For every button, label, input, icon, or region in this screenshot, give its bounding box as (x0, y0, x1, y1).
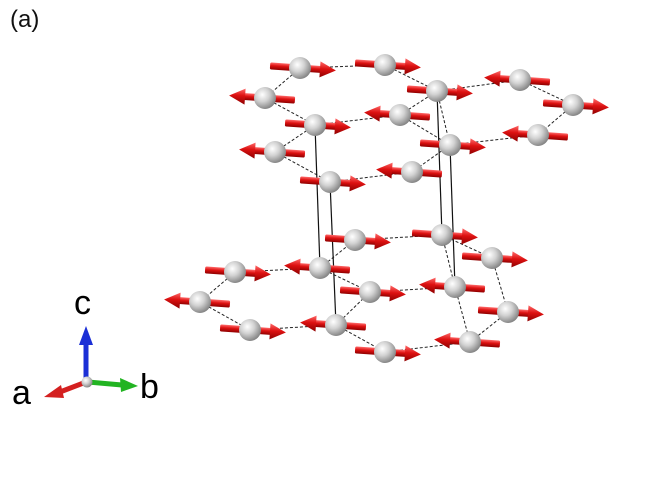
unit-cell-edge (449, 144, 456, 288)
atom-sphere (426, 80, 448, 102)
axis-c-arrow-head (79, 326, 93, 345)
spin-arrow-head (374, 233, 391, 250)
spin-arrow-head (319, 61, 336, 78)
magnetic-atom (411, 224, 478, 246)
atom-sphere (374, 54, 396, 76)
axis-a-arrow-head (44, 385, 64, 398)
magnetic-atom (269, 57, 336, 79)
atom-sphere (509, 69, 531, 91)
magnetic-atom (354, 341, 421, 363)
magnetic-atom (339, 281, 406, 303)
axis-b-label: b (140, 368, 159, 406)
spin-arrow-head (376, 162, 393, 179)
spin-arrow-head (502, 125, 519, 142)
spin-arrow-head (164, 292, 181, 309)
atom-sphere (389, 104, 411, 126)
atom-sphere (481, 247, 503, 269)
atom-sphere (239, 319, 261, 341)
atom-sphere (439, 134, 461, 156)
axis-b-arrow-shaft (87, 379, 123, 388)
spin-arrow-head (461, 228, 478, 245)
panel-label: (a) (10, 6, 40, 33)
spin-arrow-head (269, 323, 286, 340)
unit-cell-edge (436, 90, 443, 236)
magnetic-atom (324, 229, 391, 251)
spin-arrow-head (300, 315, 317, 332)
axis-c-label: c (74, 284, 91, 322)
spin-arrow-head (254, 265, 271, 282)
magnetic-atom (284, 114, 351, 136)
magnetic-atom (239, 141, 306, 163)
atom-sphere (325, 314, 347, 336)
magnetic-atom (406, 80, 473, 102)
unit-cell-edges (314, 90, 456, 326)
magnetic-atom (164, 291, 231, 313)
magnetic-atom (484, 69, 551, 91)
atom-sphere (309, 257, 331, 279)
axis-a-label: a (12, 374, 31, 412)
magnetic-atom (300, 314, 367, 336)
axis-a-arrow-shaft (59, 379, 87, 395)
spin-arrow-head (239, 142, 256, 159)
spin-arrow-head (592, 98, 609, 115)
magnetic-atom (204, 261, 271, 283)
atom-sphere (562, 94, 584, 116)
atom-sphere (304, 114, 326, 136)
magnetic-atom (419, 134, 486, 156)
magnetic-atom (477, 301, 544, 323)
magnetic-atom (419, 276, 486, 298)
spin-arrow-head (389, 285, 406, 302)
magnetic-atom (354, 54, 421, 76)
magnetic-atom (219, 319, 286, 341)
magnetic-atom (376, 161, 443, 183)
axes-origin-sphere (81, 376, 93, 388)
atom-sphere (527, 124, 549, 146)
atom-sphere (497, 301, 519, 323)
atom-sphere (374, 341, 396, 363)
bond-line (436, 79, 521, 92)
atom-sphere (401, 161, 423, 183)
magnetic-atom (542, 94, 609, 116)
spin-arrow-head (456, 84, 473, 101)
spin-arrow-head (364, 105, 381, 122)
magnetic-atom (502, 124, 569, 146)
magnetic-atom (299, 171, 366, 193)
spin-arrow-head (419, 277, 436, 294)
atom-sphere (264, 141, 286, 163)
atom-sphere (319, 171, 341, 193)
spin-arrow-head (284, 258, 301, 275)
spin-arrow-head (527, 305, 544, 322)
spin-arrow-head (334, 118, 351, 135)
atom-sphere (189, 291, 211, 313)
atom-sphere (224, 261, 246, 283)
magnetic-atom (364, 104, 431, 126)
spin-arrow-head (511, 251, 528, 268)
atom-sphere (254, 87, 276, 109)
spin-arrow-head (484, 70, 501, 87)
unit-cell-edge (314, 124, 321, 269)
spin-arrow-head (469, 138, 486, 155)
unit-cell-edge (329, 181, 337, 326)
spin-arrow-head (229, 88, 246, 105)
spin-arrow-head (404, 345, 421, 362)
bond-line (329, 171, 413, 183)
magnetic-atom (284, 257, 351, 279)
atom-sphere (431, 224, 453, 246)
atom-sphere (459, 331, 481, 353)
axes-triad: c b a (12, 284, 159, 412)
atom-sphere (359, 281, 381, 303)
spin-arrow-head (434, 332, 451, 349)
atom-sphere (444, 276, 466, 298)
spin-arrow-head (349, 175, 366, 192)
spin-arrow-head (404, 58, 421, 75)
atom-sphere (289, 57, 311, 79)
magnetic-atom (229, 87, 296, 109)
atoms-layer (164, 54, 609, 363)
atom-sphere (344, 229, 366, 251)
magnetic-atom (461, 247, 528, 269)
bond-line (441, 234, 456, 288)
axis-b-arrow-head (120, 378, 138, 392)
magnetic-atom (434, 331, 501, 353)
